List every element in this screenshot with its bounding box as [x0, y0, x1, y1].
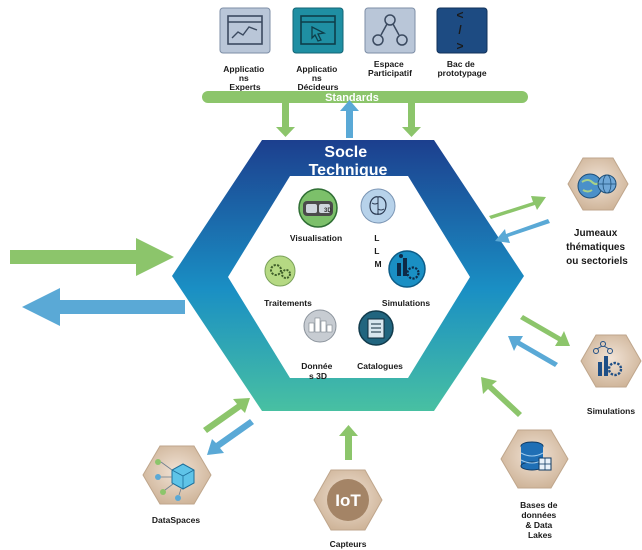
jumeaux-hex[interactable]	[567, 157, 629, 211]
simulation-network-icon	[593, 341, 623, 377]
standards-arrow-right	[402, 103, 421, 137]
3d-city-icon	[303, 309, 337, 343]
bases-label: Bases de données & Data Lakes	[520, 500, 560, 540]
jumeaux-arrow-out	[489, 196, 546, 219]
svg-text:3D: 3D	[324, 208, 332, 214]
dataspaces-label: DataSpaces	[152, 515, 200, 525]
iot-hex[interactable]: IoT	[313, 469, 383, 531]
llm-label: L L M	[374, 233, 381, 269]
bases-hex[interactable]	[500, 429, 569, 489]
catalogues-label: Catalogues	[357, 361, 403, 371]
globe-map-icon	[577, 173, 617, 199]
dataspaces-arrow-out	[203, 398, 250, 433]
standards-arrow-center	[340, 100, 359, 138]
simulations-arrow-in	[508, 336, 558, 367]
donnees-3d-label: Donnée s 3D	[301, 361, 335, 381]
socle-technique-title: Socle Technique	[309, 144, 388, 179]
left-arrow-right-green	[10, 238, 174, 276]
simulations-arrow-out	[520, 315, 570, 346]
jumeaux-arrow-in	[495, 219, 550, 243]
bases-arrow-in	[481, 377, 522, 417]
code-open-icon: <	[456, 8, 463, 22]
app-decideurs-label: Applicatio ns Décideurs	[296, 64, 339, 92]
jumeaux-label: Jumeaux thématiques ou sectoriels	[566, 228, 628, 267]
brain-icon	[360, 188, 396, 224]
network-nodes-icon	[372, 14, 408, 46]
traitements-label: Traitements	[264, 298, 312, 308]
simulations-outer-label: Simulations	[587, 406, 635, 416]
app-experts[interactable]	[219, 7, 271, 54]
simulations-hex[interactable]	[580, 334, 642, 388]
simulations-inner-label: Simulations	[382, 298, 430, 308]
app-decideurs[interactable]	[292, 7, 344, 54]
dataspaces-hex[interactable]	[142, 445, 212, 505]
app-experts-tile	[219, 7, 271, 54]
standards-arrow-left	[276, 103, 295, 137]
iot-arrow-in	[339, 425, 358, 460]
vr-headset-icon: 3D	[298, 188, 338, 228]
database-icon	[520, 441, 552, 471]
app-experts-label: Applicatio ns Experts	[223, 64, 266, 92]
catalog-list-icon	[358, 310, 394, 346]
capteurs-label: Capteurs	[330, 539, 367, 549]
espace-participatif-label: Espace Participatif	[368, 59, 412, 78]
iot-badge-icon	[327, 479, 369, 521]
bac-prototypage-label: Bac de prototypage	[437, 59, 486, 78]
code-slash-icon: /	[458, 23, 462, 37]
bac-prototypage-tile	[436, 7, 488, 54]
data-cube-network-icon	[155, 459, 195, 501]
gears-icon	[264, 255, 296, 287]
app-espace-participatif[interactable]	[364, 7, 416, 54]
espace-participatif-tile	[364, 7, 416, 54]
visualisation-label: Visualisation	[290, 233, 342, 243]
standards-bar: Standards	[202, 91, 528, 104]
code-close-icon: >	[456, 39, 463, 53]
dataspaces-arrow-in	[207, 419, 254, 455]
app-bac-prototypage[interactable]: < / >	[436, 7, 488, 54]
chart-window-icon	[227, 15, 263, 45]
left-arrow-left-blue	[22, 288, 185, 326]
iot-text: IoT	[335, 491, 361, 510]
standards-label: Standards	[325, 92, 379, 104]
socle-inner-area	[228, 176, 470, 378]
cursor-window-icon	[300, 15, 336, 45]
simulation-gears-icon	[388, 250, 426, 288]
